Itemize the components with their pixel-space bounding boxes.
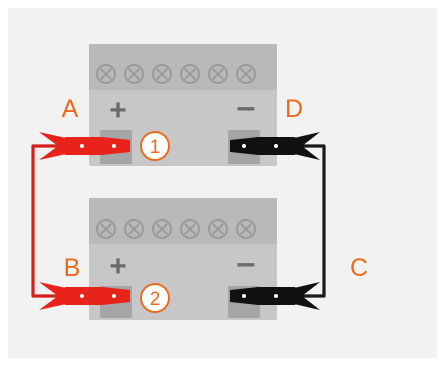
clamp-d-pivot [274, 144, 278, 148]
label-b: B [64, 254, 81, 282]
step-1-circle [140, 131, 170, 161]
battery-1-vent-cap-icon [96, 64, 116, 84]
clamp-a-handles [39, 132, 66, 160]
battery-1: + – [89, 44, 277, 166]
battery-2-vent-cap-icon [152, 219, 172, 239]
battery-2-vent-cap-icon [236, 219, 256, 239]
battery-1-plus-mark: + [109, 94, 127, 127]
red-clamp-b [39, 282, 130, 310]
battery-1-vent-cap-icon [208, 64, 228, 84]
black-clamp-d [230, 132, 320, 160]
clamp-a-pivot [80, 144, 84, 148]
battery-2-plus-mark: + [109, 250, 127, 283]
battery-2-vent-cap-icon [180, 219, 200, 239]
clamp-d-tooth [242, 144, 246, 148]
battery-1-vent-caps [96, 64, 256, 84]
step-2-number: 2 [150, 289, 161, 310]
clamp-c-pivot [274, 294, 278, 298]
label-a: A [62, 95, 79, 123]
battery-2: + – [89, 198, 277, 320]
battery-2-vent-cap-icon [96, 219, 116, 239]
battery-1-vent-cap-icon [180, 64, 200, 84]
label-c: C [350, 254, 368, 282]
step-1-number: 1 [150, 137, 161, 158]
clamp-d-handles [294, 132, 320, 160]
battery-2-vent-cap-icon [124, 219, 144, 239]
black-clamp-c [230, 282, 320, 310]
battery-1-minus-mark: – [237, 88, 256, 126]
battery-2-vent-cap-icon [208, 219, 228, 239]
step-2-badge: 2 [140, 283, 170, 313]
battery-2-vent-caps [96, 219, 256, 239]
clamp-c-handles [294, 282, 320, 310]
battery-1-vent-cap-icon [236, 64, 256, 84]
clamp-c-tooth [242, 294, 246, 298]
clamp-b-tooth [112, 294, 116, 298]
battery-1-vent-cap-icon [124, 64, 144, 84]
black-jumper-cable [296, 144, 326, 298]
battery-2-minus-mark: – [237, 244, 256, 282]
red-jumper-cable [31, 144, 68, 298]
label-d: D [285, 95, 303, 123]
red-clamp-a [39, 132, 130, 160]
battery-1-vent-cap-icon [152, 64, 172, 84]
step-2-circle [140, 283, 170, 313]
step-1-badge: 1 [140, 131, 170, 161]
clamp-b-handles [39, 282, 66, 310]
clamp-a-tooth [112, 144, 116, 148]
clamp-b-pivot [80, 294, 84, 298]
